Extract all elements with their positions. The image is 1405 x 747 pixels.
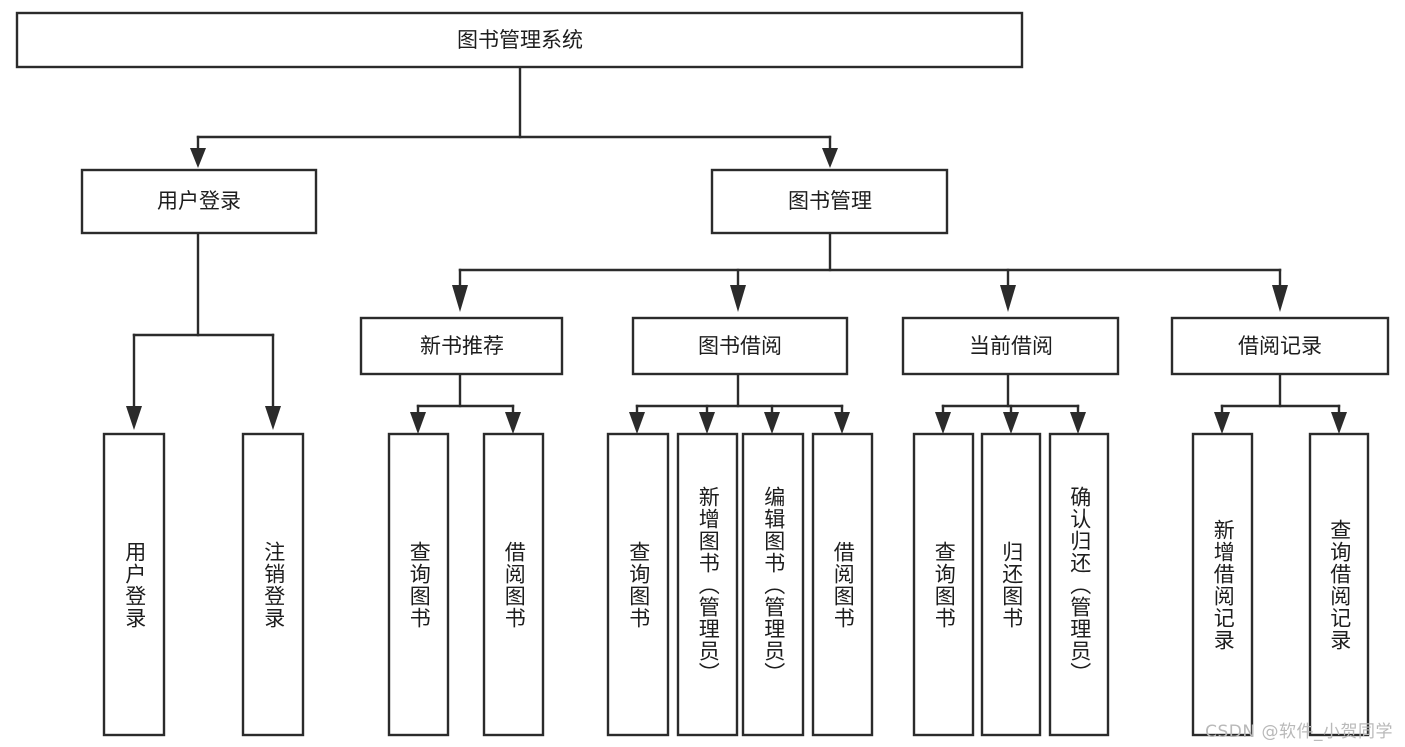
node-borrow-record-box[interactable]	[1170, 316, 1390, 376]
node-book-manage-box[interactable]	[710, 168, 949, 235]
node-leaf-query-book-1-box[interactable]	[387, 432, 450, 737]
arrow-head-leaf-add-record	[1214, 412, 1230, 434]
arrow-head-leaf-add-book	[699, 412, 715, 434]
arrow-head-current-borrow	[1000, 285, 1016, 312]
node-book-borrow[interactable]: 图书借阅	[631, 316, 849, 376]
node-leaf-return-book-box[interactable]	[980, 432, 1042, 737]
node-leaf-query-record-box[interactable]	[1308, 432, 1370, 737]
arrow-head-leaf-query-book-2	[629, 412, 645, 434]
arrow-head-book-manage	[822, 148, 838, 168]
csdn-watermark: CSDN @软件_小贺同学	[1205, 722, 1393, 742]
node-current-borrow[interactable]: 当前借阅	[901, 316, 1120, 376]
node-user-login-box[interactable]	[80, 168, 318, 235]
node-borrow-record[interactable]: 借阅记录	[1170, 316, 1390, 376]
node-leaf-logout-login-box[interactable]	[241, 432, 305, 737]
node-root[interactable]: 图书管理系统	[15, 11, 1024, 69]
node-book-manage-label: 图书管理	[788, 189, 872, 213]
node-new-book-rec-label: 新书推荐	[420, 334, 504, 358]
arrow-head-user-login	[190, 148, 206, 168]
arrow-head-leaf-confirm-return	[1070, 412, 1086, 434]
node-new-book-rec[interactable]: 新书推荐	[359, 316, 564, 376]
node-book-borrow-box[interactable]	[631, 316, 849, 376]
node-leaf-query-book-3-box[interactable]	[912, 432, 975, 737]
arrow-head-leaf-return-book	[1003, 412, 1019, 434]
arrow-head-leaf-edit-book	[764, 412, 780, 434]
node-root-label: 图书管理系统	[457, 28, 583, 52]
node-book-manage[interactable]: 图书管理	[710, 168, 949, 235]
node-leaf-add-record-box[interactable]	[1191, 432, 1254, 737]
node-new-book-rec-box[interactable]	[359, 316, 564, 376]
node-leaf-add-book-box[interactable]	[676, 432, 739, 737]
node-root-box[interactable]	[15, 11, 1024, 69]
node-current-borrow-box[interactable]	[901, 316, 1120, 376]
connector-layer	[126, 66, 1347, 434]
arrow-head-new-book-rec	[452, 285, 468, 312]
arrow-head-leaf-borrow-book-2	[834, 412, 850, 434]
node-current-borrow-label: 当前借阅	[969, 334, 1053, 358]
node-leaf-confirm-return-box[interactable]	[1048, 432, 1110, 737]
node-user-login-label: 用户登录	[157, 189, 241, 213]
arrow-head-book-borrow	[730, 285, 746, 312]
arrow-head-borrow-record	[1272, 285, 1288, 312]
node-leaf-query-book-2-box[interactable]	[606, 432, 670, 737]
arrow-head-leaf-query-record	[1331, 412, 1347, 434]
node-user-login[interactable]: 用户登录	[80, 168, 318, 235]
arrow-head-leaf-user-login	[126, 406, 142, 430]
node-leaf-user-login-box[interactable]	[102, 432, 166, 737]
node-leaf-borrow-book-1-box[interactable]	[482, 432, 545, 737]
node-layer: 图书管理系统 用户登录 图书管理 新书推荐 图书借阅	[15, 11, 1390, 737]
arrow-head-leaf-query-book-3	[935, 412, 951, 434]
arrow-head-leaf-logout-login	[265, 406, 281, 430]
node-book-borrow-label: 图书借阅	[698, 334, 782, 358]
node-borrow-record-label: 借阅记录	[1238, 334, 1322, 358]
node-leaf-borrow-book-2-box[interactable]	[811, 432, 874, 737]
arrow-head-leaf-query-book-1	[410, 412, 426, 434]
arrow-head-leaf-borrow-book-1	[505, 412, 521, 434]
node-leaf-edit-book-box[interactable]	[741, 432, 805, 737]
